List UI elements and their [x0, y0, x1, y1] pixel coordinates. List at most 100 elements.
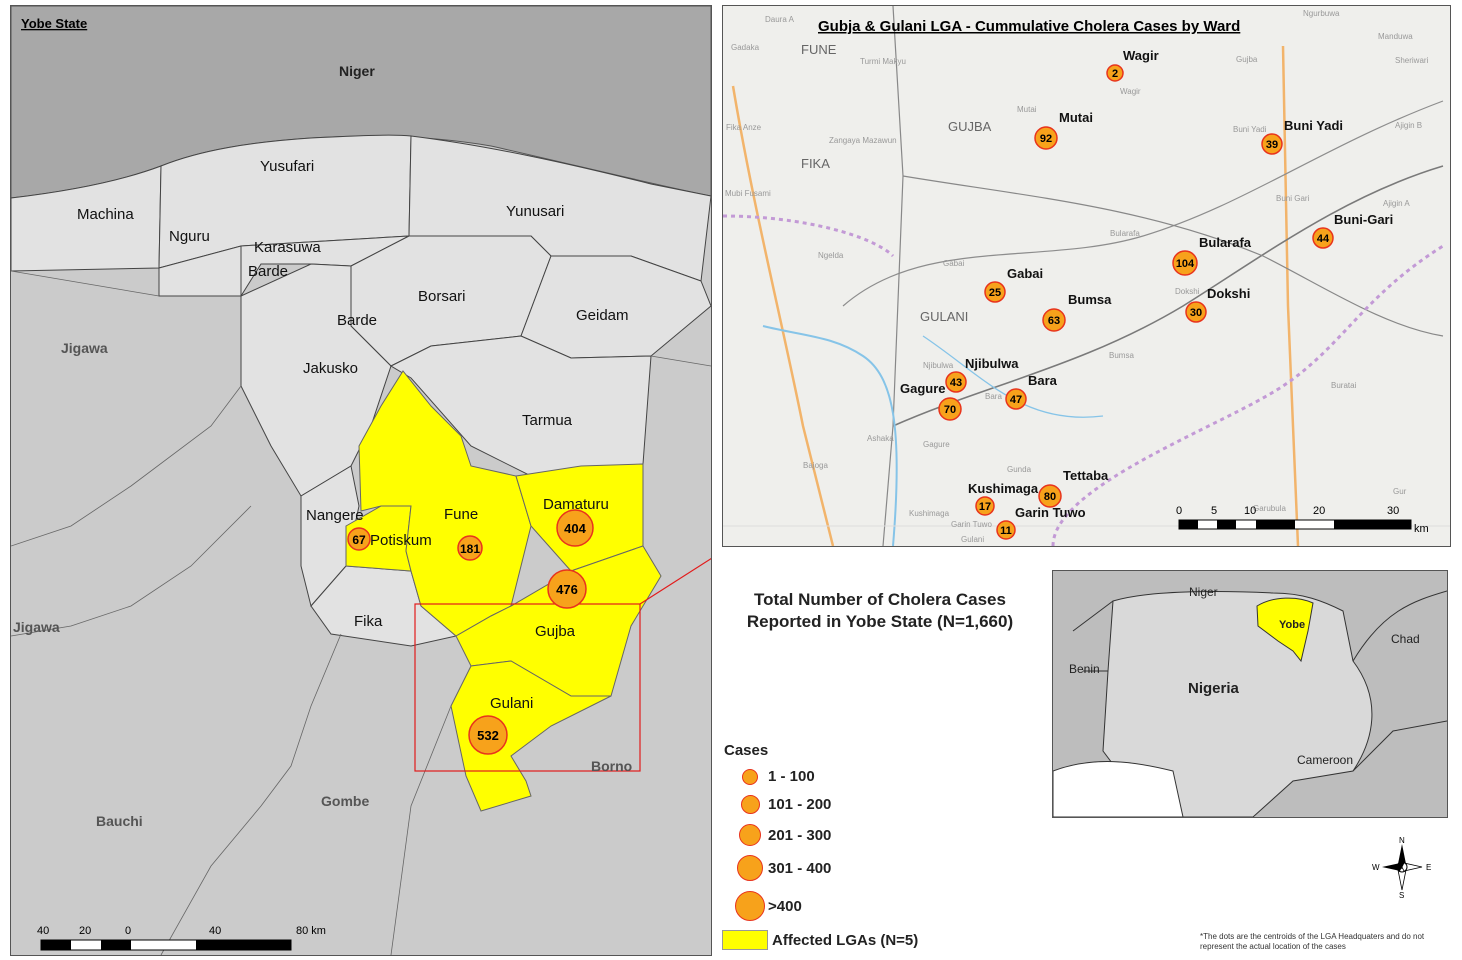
minor-label: Gagure	[923, 440, 950, 449]
marker-potiskum: 67	[347, 527, 371, 551]
lga-label-nguru: Nguru	[169, 228, 210, 245]
lga-label-tarmua: Tarmua	[522, 412, 573, 429]
ward-marker-garin-tuwo-value: 11	[1000, 525, 1012, 537]
label-borno: Borno	[591, 758, 632, 774]
inset-scale-tick-3: 10	[1244, 505, 1256, 517]
ward-label-dokshi: Dokshi	[1207, 286, 1250, 301]
label-jigawa-2: Jigawa	[13, 619, 60, 635]
ward-marker-tettaba: 80	[1038, 484, 1062, 508]
ward-marker-wagir: 2	[1106, 64, 1124, 82]
minor-label: Bajoga	[803, 461, 828, 470]
minor-label: Buratai	[1331, 381, 1357, 390]
ward-marker-gabai-value: 25	[989, 287, 1001, 299]
ward-marker-dokshi-value: 30	[1190, 307, 1202, 319]
label-niger: Niger	[339, 63, 375, 79]
yobe-shape	[1256, 597, 1314, 663]
minor-label: Ngelda	[818, 251, 844, 260]
marker-gujba-value: 476	[556, 582, 578, 597]
minor-label: Bara	[985, 392, 1002, 401]
compass-n: N	[1399, 836, 1405, 845]
lga-label-jakusko: Jakusko	[303, 360, 358, 377]
minor-label: Gunda	[1007, 465, 1032, 474]
ward-marker-mutai-value: 92	[1040, 133, 1052, 145]
ward-label-bara: Bara	[1028, 373, 1058, 388]
legend-circle-icon	[739, 824, 761, 846]
inset-scale-tick-4: 20	[1313, 505, 1325, 517]
ward-marker-gagure-value: 70	[944, 404, 956, 416]
compass: N E S W	[1370, 834, 1434, 900]
lga-label-fika: Fika	[354, 613, 383, 630]
case-markers: 67 181 404 476 532	[347, 509, 594, 755]
road-east	[1281, 45, 1300, 546]
legend-class-5-label: >400	[768, 897, 802, 915]
state-boundary-east	[1051, 244, 1444, 546]
lga-label-yunusari: Yunusari	[506, 203, 564, 220]
inset-scale-tick-2: 5	[1211, 505, 1217, 517]
locator-label-chad: Chad	[1391, 632, 1420, 646]
lga-yusufari	[158, 134, 412, 269]
minor-label: Gulani	[961, 535, 984, 544]
lga-boundary-2	[902, 175, 1444, 337]
lga-label-gujba: Gujba	[535, 623, 576, 640]
ward-marker-gabai: 25	[984, 281, 1006, 303]
legend-class-3: 201 - 300	[732, 824, 831, 846]
ward-marker-buni-gari: 44	[1312, 227, 1334, 249]
main-scale-tick-2: 20	[79, 925, 91, 937]
ward-marker-bara-value: 47	[1010, 394, 1022, 406]
main-scale-tick-5: 80 km	[296, 925, 326, 937]
legend-class-3-label: 201 - 300	[768, 826, 832, 844]
ward-marker-bara: 47	[1005, 388, 1027, 410]
lga-label-machina: Machina	[77, 206, 134, 223]
marker-gulani-value: 532	[477, 728, 499, 743]
ward-marker-buni-gari-value: 44	[1317, 233, 1330, 245]
region-label-fika: FIKA	[801, 156, 830, 171]
ward-label-garin-tuwo: Garin Tuwo	[1015, 505, 1086, 520]
ocean	[1053, 761, 1184, 817]
lga-tarmua	[389, 335, 652, 477]
footnote: *The dots are the centroids of the LGA H…	[1200, 932, 1425, 951]
ward-marker-kushimaga-value: 17	[979, 501, 991, 513]
marker-potiskum-value: 67	[352, 533, 366, 547]
minor-label: Gabai	[943, 259, 965, 268]
minor-label: Ajigin A	[1383, 199, 1410, 208]
inset-scale-bar: 0 5 10 20 30 km	[1176, 505, 1429, 535]
main-scale-tick-4: 40	[209, 925, 221, 937]
lga-label-geidam: Geidam	[576, 307, 629, 324]
inset-title: Gubja & Gulani LGA - Cummulative Cholera…	[818, 18, 1240, 35]
marker-fune-value: 181	[460, 542, 480, 556]
legend-class-1: 1 - 100	[732, 768, 815, 785]
ward-label-mutai: Mutai	[1059, 110, 1093, 125]
label-gombe: Gombe	[321, 793, 369, 809]
ward-marker-bularafa-value: 104	[1176, 258, 1195, 270]
ward-markers: 2 92 39 44 104 25 30 63 43 70 47 80 17 1…	[938, 64, 1334, 540]
main-scale-tick-3: 0	[125, 925, 131, 937]
legend-circle-icon	[735, 891, 765, 921]
lga-label-barde-1: Barde	[248, 263, 288, 280]
legend-title: Cases	[724, 742, 769, 759]
inset-scale-unit: km	[1414, 523, 1429, 535]
compass-s: S	[1399, 891, 1404, 900]
legend-class-2: 101 - 200	[732, 795, 831, 814]
road-main	[842, 100, 1444, 307]
locator-map-panel: Niger Yobe Chad Benin Nigeria Cameroon	[1052, 570, 1448, 818]
marker-damaturu: 404	[556, 509, 594, 547]
lga-label-damaturu: Damaturu	[543, 496, 609, 513]
ward-label-buni-gari: Buni-Gari	[1334, 212, 1393, 227]
lga-label-karasuwa: Karasuwa	[254, 239, 321, 256]
legend-circle-icon	[740, 795, 760, 814]
minor-label: Fika Anze	[726, 123, 762, 132]
minor-label: Ngurbuwa	[1303, 9, 1340, 18]
map-title: Total Number of Cholera Cases Reported i…	[746, 590, 1014, 631]
ward-marker-njibulwa-value: 43	[950, 377, 962, 389]
minor-label: Buni Yadi	[1233, 125, 1267, 134]
legend-class-2-label: 101 - 200	[768, 796, 832, 813]
inset-extent-box	[414, 603, 641, 772]
ward-marker-bumsa: 63	[1042, 308, 1066, 332]
compass-e: E	[1426, 863, 1431, 872]
label-jigawa-1: Jigawa	[61, 340, 108, 356]
inset-map-panel: Gubja & Gulani LGA - Cummulative Cholera…	[722, 5, 1451, 547]
road-west	[731, 85, 835, 546]
minor-label: Dokshi	[1175, 287, 1200, 296]
lga-label-potiskum: Potiskum	[370, 532, 432, 549]
ward-label-gabai: Gabai	[1007, 266, 1043, 281]
